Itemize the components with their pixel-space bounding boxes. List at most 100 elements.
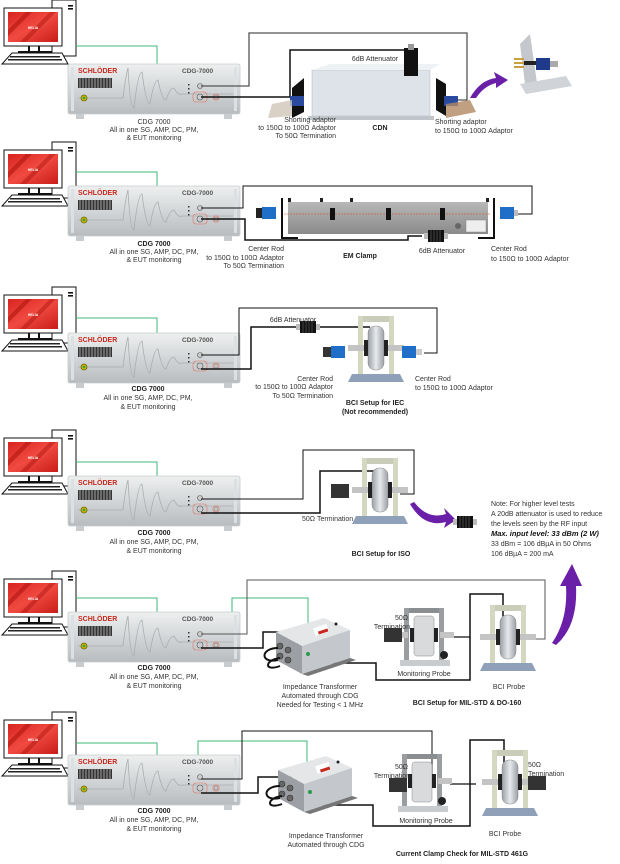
rf-cable-input xyxy=(201,218,422,241)
left-adaptor-label-line2: to 150Ω to 100Ω Adaptor xyxy=(206,255,284,262)
pc-workstation-icon xyxy=(1,286,77,352)
generator-caption-line3: & EUT monitoring xyxy=(126,257,181,264)
setup-bci-mil-do160: HELIA SCHLÖDER CDG-7000 CDG 7000 All in … xyxy=(1,564,582,709)
generator-caption-line3: & EUT monitoring xyxy=(126,826,181,833)
purple-arrow-icon xyxy=(410,502,456,528)
pc-screen-label: HELIA xyxy=(28,168,39,172)
generator-brand: SCHLÖDER xyxy=(78,335,117,344)
termination-right-label-line1: 50Ω xyxy=(528,762,541,769)
generator-caption-line1: CDG 7000 xyxy=(137,530,170,537)
shorting-adaptor-photo-icon xyxy=(514,34,572,94)
usb-link-cable xyxy=(76,45,158,64)
generator-caption-line1: CDG 7000 xyxy=(137,241,170,248)
generator-caption-line2: All in one SG, AMP, DC, PM, xyxy=(110,674,199,681)
generator-caption-line1: CDG 7000 xyxy=(137,808,170,815)
attenuator-label: 6dB Attenuator xyxy=(419,248,466,255)
purple-arrow-icon xyxy=(552,564,582,645)
generator-model-panel: CDG-7000 xyxy=(182,616,213,623)
note-line: A 20dB attenuator is used to reduce xyxy=(491,511,602,518)
pc-screen-label: HELIA xyxy=(28,313,39,317)
bci-probe-icon xyxy=(351,457,409,525)
attenuator-label: 6dB Attenuator xyxy=(352,56,399,63)
pc-workstation-icon xyxy=(1,0,77,65)
impedance-transformer-icon xyxy=(263,617,357,677)
pc-workstation-icon xyxy=(1,570,77,636)
generator-caption-line2: All in one SG, AMP, DC, PM, xyxy=(104,395,193,402)
termination-left-label-line2: Termination xyxy=(374,773,410,780)
left-adaptor-label-line3: To 50Ω Termination xyxy=(224,263,285,270)
pc-workstation-icon xyxy=(1,429,77,495)
generator-brand: SCHLÖDER xyxy=(78,188,117,197)
em-clamp-label: EM Clamp xyxy=(343,253,377,260)
50-ohm-termination-icon xyxy=(331,484,349,498)
setup-cdn: HELIA SCHLÖDER CDG-7000 CDG 7000 All in … xyxy=(1,0,572,142)
rf-cable-output xyxy=(201,32,468,101)
transformer-label-line1: Impedance Transformer xyxy=(289,833,364,840)
usb-link-cable xyxy=(76,742,158,755)
termination-label-line2: Termination xyxy=(374,624,410,631)
setup-title: BCI Setup for MIL-STD & DO-160 xyxy=(413,700,522,707)
generator-brand: SCHLÖDER xyxy=(78,478,117,487)
setup-title-line2: (Not recommended) xyxy=(342,409,408,416)
generator-model-panel: CDG-7000 xyxy=(182,190,213,197)
bci-probe-label: BCI Probe xyxy=(489,831,521,838)
left-adaptor-label-line3: To 50Ω Termination xyxy=(276,133,337,140)
control-link-cable xyxy=(197,740,308,764)
generator-caption-line2: All in one SG, AMP, DC, PM, xyxy=(110,127,199,134)
setup-current-clamp-461g: HELIA SCHLÖDER CDG-7000 CDG 7000 All in … xyxy=(1,711,564,858)
setup-title: BCI Setup for ISO xyxy=(352,551,411,558)
generator-brand: SCHLÖDER xyxy=(78,614,117,623)
generator-caption-line1: CDG 7000 xyxy=(131,386,164,393)
right-adaptor-label-line2: to 150Ω to 100Ω Adaptor xyxy=(415,385,493,392)
usb-link-cable xyxy=(76,461,158,476)
rf-cable-output xyxy=(201,579,546,640)
rf-cable-output xyxy=(201,449,415,500)
left-adaptor-label-line2: to 150Ω to 100Ω Adaptor xyxy=(258,125,336,132)
generator-brand: SCHLÖDER xyxy=(78,757,117,766)
20db-attenuator-icon xyxy=(452,515,478,529)
generator-caption-line3: & EUT monitoring xyxy=(120,404,175,411)
setup-title: Current Clamp Check for MIL-STD 461G xyxy=(396,851,529,858)
generator-model-panel: CDG-7000 xyxy=(182,480,213,487)
transformer-label-line1: Impedance Transformer xyxy=(283,684,358,691)
note-conversion: 106 dBµA = 200 mA xyxy=(491,551,554,558)
generator-caption-line2: All in one SG, AMP, DC, PM, xyxy=(110,817,199,824)
monitoring-probe-label: Monitoring Probe xyxy=(397,671,450,678)
usb-link-cable xyxy=(76,597,158,612)
right-adaptor-label-line2: to 150Ω to 100Ω Adaptor xyxy=(435,128,513,135)
attenuator-note: Note: For higher level tests A 20dB atte… xyxy=(491,501,602,558)
left-adaptor-label-line1: Center Rod xyxy=(297,376,333,383)
rf-cable-input xyxy=(201,470,376,514)
right-adaptor-label-line1: Shorting adaptor xyxy=(435,119,487,126)
right-adaptor-label-line1: Center Rod xyxy=(491,246,527,253)
bci-probe-icon xyxy=(347,315,405,383)
generator-caption-line3: & EUT monitoring xyxy=(126,135,181,142)
pc-screen-label: HELIA xyxy=(28,26,39,30)
bci-probe-icon xyxy=(479,604,537,672)
control-link-cable xyxy=(231,597,309,624)
generator-model-panel: CDG-7000 xyxy=(182,337,213,344)
note-max-input: Max. input level: 33 dBm (2 W) xyxy=(491,529,599,538)
note-conversion: 33 dBm = 106 dBµA in 50 Ohms xyxy=(491,541,592,548)
termination-label: 50Ω Termination xyxy=(302,516,353,523)
transformer-label-line2: Automated through CDG xyxy=(287,842,364,849)
termination-label-line1: 50Ω xyxy=(395,615,408,622)
pc-workstation-icon xyxy=(1,141,77,207)
rf-cable-input xyxy=(201,326,296,370)
left-adaptor-label-line3: To 50Ω Termination xyxy=(273,393,334,400)
pc-screen-label: HELIA xyxy=(28,456,39,460)
purple-arrow-icon xyxy=(470,72,508,98)
right-adaptor-label-line1: Center Rod xyxy=(415,376,451,383)
generator-caption-line2: All in one SG, AMP, DC, PM, xyxy=(110,539,199,546)
generator-caption-line2: All in one SG, AMP, DC, PM, xyxy=(110,249,199,256)
attenuator-label: 6dB Attenuator xyxy=(270,317,317,324)
generator-model-panel: CDG-7000 xyxy=(182,759,213,766)
rf-cable-output xyxy=(201,185,533,215)
usb-link-cable xyxy=(76,317,158,333)
note-line: Note: For higher level tests xyxy=(491,501,575,508)
right-adaptor-label-line2: to 150Ω to 100Ω Adaptor xyxy=(491,256,569,263)
termination-right-label-line2: Termination xyxy=(528,771,564,778)
generator-caption-line3: & EUT monitoring xyxy=(126,548,181,555)
pc-workstation-icon xyxy=(1,711,77,777)
